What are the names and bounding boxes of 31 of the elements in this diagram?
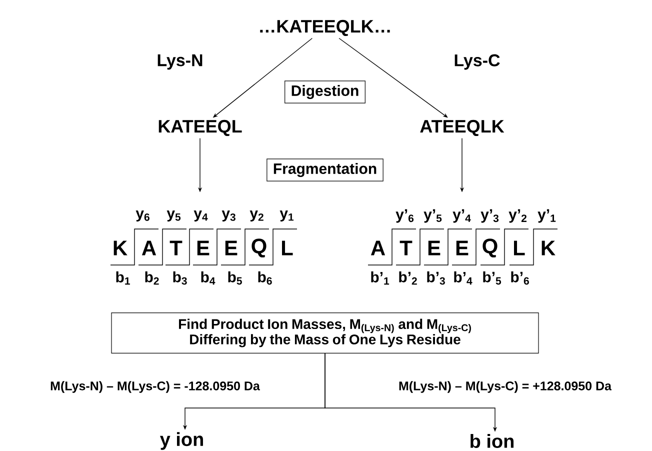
ion-label: b’$_{4}$ bbox=[454, 271, 472, 285]
ion-label: b’$_{3}$ bbox=[427, 271, 445, 285]
ion-label: y$_{2}$ bbox=[250, 210, 264, 222]
edge-label: M(Lys-N) – M(Lys-C) = +128.0950 Da bbox=[399, 381, 612, 393]
step-box: Digestion bbox=[284, 80, 366, 104]
ion-label: b$_{2}$ bbox=[145, 271, 159, 285]
ion-label: b$_{3}$ bbox=[173, 271, 187, 285]
sequence-text: ATEEQLK bbox=[420, 120, 504, 136]
sequence-text: …KATEEQLK… bbox=[260, 20, 390, 36]
ion-label: b’$_{6}$ bbox=[511, 271, 529, 285]
ion-label: b$_{1}$ bbox=[116, 271, 130, 285]
ion-label: b’$_{2}$ bbox=[399, 271, 417, 285]
ion-label: y$_{3}$ bbox=[222, 210, 236, 222]
ion-label: y’$_{6}$ bbox=[396, 209, 414, 223]
ion-label: b$_{4}$ bbox=[201, 271, 216, 285]
fragment-ladder-drawing: A T E E Q L K bbox=[368, 228, 558, 266]
sequence-text: y ion bbox=[160, 432, 203, 450]
sequence-text: b ion bbox=[470, 434, 514, 448]
edge-label: Lys-C bbox=[454, 54, 500, 70]
ion-label: b’$_{1}$ bbox=[371, 271, 390, 285]
ion-label: b$_{6}$ bbox=[258, 271, 272, 285]
sequence-text: KATEEQL bbox=[158, 120, 242, 136]
ion-label: b$_{5}$ bbox=[228, 271, 242, 285]
arrow bbox=[338, 38, 448, 118]
process-box: Find Product Ion Masses, M$_{(Lys-N)}$ and M$_{(Lys-C)}$ Differing by the Mass of One Lys Residue bbox=[111, 312, 539, 354]
edge-label: Lys-N bbox=[158, 54, 202, 70]
fragment-ladder-drawing: K A T E E Q L bbox=[110, 228, 298, 266]
ion-label: y$_{1}$ bbox=[280, 210, 294, 222]
ion-label: b’$_{5}$ bbox=[483, 271, 502, 285]
edge-label: M(Lys-N) – M(Lys-C) = -128.0950 Da bbox=[50, 381, 260, 393]
step-box: Fragmentation bbox=[266, 158, 384, 182]
